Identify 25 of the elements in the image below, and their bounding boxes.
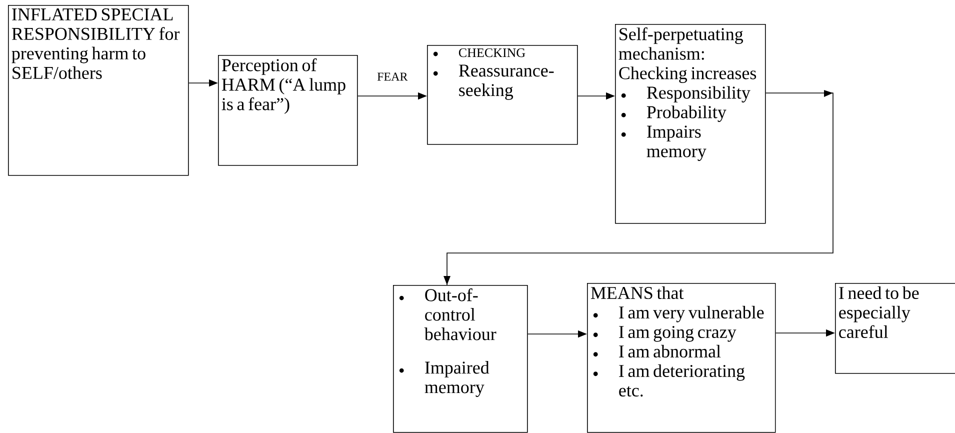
bullet-item: Impairs memory — [621, 126, 706, 161]
bullet-item: Responsibility — [621, 86, 750, 102]
process-box — [835, 282, 955, 374]
box-text: Perception of HARM (“A lump is a fear”) — [222, 58, 346, 114]
arrow — [444, 90, 834, 286]
bullet-item: Out-of-control behaviour — [399, 288, 496, 340]
box-text: I need to be especially careful — [839, 286, 919, 338]
bullet-item: I am deteriorating etc. — [593, 364, 745, 397]
bullet-item: Reassurance-seeking — [433, 64, 554, 100]
bullet-item: I am very vulnerable — [593, 306, 764, 322]
process-box — [393, 284, 528, 433]
process-box — [218, 55, 358, 166]
box-text: INFLATED SPECIAL RESPONSIBILITY for preventing harm to SELF/others — [12, 8, 180, 79]
box-text: MEANS that — [590, 286, 684, 300]
process-box — [8, 4, 189, 176]
process-box — [427, 45, 578, 145]
bullet-item: I am abnormal — [593, 344, 721, 358]
bullet-item: Impaired memory — [399, 361, 490, 397]
box-text: Self-perpetuating mechanism: Checking increases — [618, 27, 756, 83]
bullet-item: I am going crazy — [593, 326, 736, 342]
process-box — [587, 282, 776, 433]
process-box — [615, 24, 766, 224]
edge-label: FEAR — [377, 72, 408, 81]
bullet-item: CHECKING — [433, 48, 526, 58]
bullet-item: Probability — [621, 106, 726, 122]
